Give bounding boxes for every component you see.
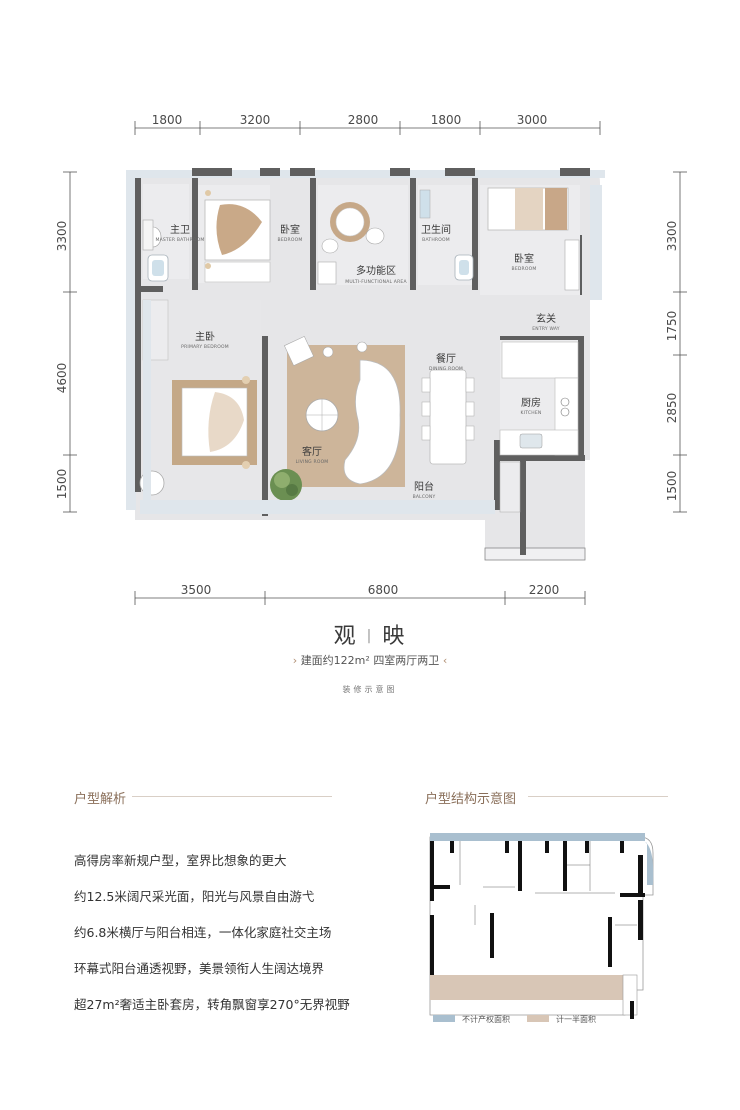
legend-swatch-half <box>527 1015 549 1022</box>
structure-walls <box>430 841 645 1019</box>
room-label-entry-en: ENTRY WAY <box>532 326 560 332</box>
structure-divider <box>528 796 668 797</box>
dim-right-4: 1500 <box>665 471 679 502</box>
title-name-right: 映 <box>382 624 407 649</box>
legend-swatch-excluded <box>433 1015 455 1022</box>
room-label-bathroom-en: BATHROOM <box>422 237 450 243</box>
feature-5: 超27m²奢适主卧套房，转角飘窗享270°无界视野 <box>74 997 350 1012</box>
room-label-kitchen-en: KITCHEN <box>521 410 542 416</box>
room-label-primary-bedroom-en: PRIMARY BEDROOM <box>181 344 229 350</box>
room-label-balcony-en: BALCONY <box>413 494 436 500</box>
dim-bottom-1: 3500 <box>181 583 212 597</box>
living-room-furniture <box>268 335 494 507</box>
dim-left-1: 3300 <box>55 221 69 252</box>
plan-subtitle: › 建面约122m² 四室两厅两卫 ‹ <box>0 652 740 668</box>
room-label-bedroom-1: 卧室 <box>280 223 300 236</box>
primary-bedroom-furniture <box>139 299 261 510</box>
subtitle-suffix: ‹ <box>442 654 448 667</box>
dim-bottom-3: 2200 <box>529 583 560 597</box>
room-label-master-bath-en: MASTER BATHROOM <box>155 237 204 243</box>
dim-left-3: 1500 <box>55 469 69 500</box>
room-label-multi-en: MULTI-FUNCTIONAL AREA <box>345 279 407 285</box>
balcony-area <box>140 461 521 514</box>
structure-outline <box>429 833 654 1016</box>
dim-right-1: 3300 <box>665 221 679 252</box>
dim-top-5: 3000 <box>517 113 548 127</box>
room-label-primary-bedroom: 主卧 <box>195 330 215 343</box>
room-label-kitchen: 厨房 <box>521 396 541 409</box>
analysis-heading: 户型解析 <box>74 792 127 807</box>
dining-furniture <box>421 369 475 465</box>
feature-1: 高得房率新规户型，室界比想象的更大 <box>74 853 287 868</box>
dim-top-4: 1800 <box>431 113 462 127</box>
plan-title: 观 | 映 <box>0 618 740 650</box>
room-label-bedroom-1-en: BEDROOM <box>278 237 303 243</box>
structure-heading: 户型结构示意图 <box>425 792 517 807</box>
dimension-ticks <box>63 121 687 605</box>
dim-top-1: 1800 <box>152 113 183 127</box>
bathroom-2-fixtures <box>418 185 474 285</box>
dim-right-2: 1750 <box>665 311 679 342</box>
feature-2: 约12.5米阔尺采光面，阳光与风景自由游弋 <box>74 889 315 904</box>
room-label-living: 客厅 <box>302 445 322 458</box>
multi-function-furniture <box>317 185 408 285</box>
legend-label-half: 计一半面积 <box>556 1015 596 1024</box>
room-label-multi: 多功能区 <box>356 264 396 277</box>
bedroom-2-furniture <box>480 185 580 295</box>
dim-top-3: 2800 <box>348 113 379 127</box>
room-label-bedroom-2: 卧室 <box>514 252 534 265</box>
dim-right-3: 2850 <box>665 393 679 424</box>
master-bathroom-fixtures <box>142 184 189 282</box>
subtitle-area: 建面约122m² <box>300 654 370 667</box>
plan-note: 装修示意图 <box>342 685 398 694</box>
room-labels: 主卫 MASTER BATHROOM 卧室 BEDROOM 多功能区 MULTI… <box>155 223 559 500</box>
feature-3: 约6.8米横厅与阳台相连，一体化家庭社交主场 <box>74 925 332 940</box>
dimension-labels: 1800 3200 2800 1800 3000 3500 6800 2200 … <box>55 113 679 597</box>
title-name-left: 观 <box>333 624 358 649</box>
structure-thin-lines <box>459 841 637 926</box>
title-separator: | <box>366 628 374 644</box>
legend-label-excluded: 不计产权面积 <box>462 1015 510 1024</box>
subtitle-prefix: › <box>292 654 298 667</box>
room-label-dining: 餐厅 <box>436 352 456 365</box>
room-label-living-en: LIVING ROOM <box>296 459 329 465</box>
room-label-balcony: 阳台 <box>414 480 434 493</box>
dim-top-2: 3200 <box>240 113 271 127</box>
analysis-divider <box>132 796 332 797</box>
subtitle-layout: 四室两厅两卫 <box>373 654 440 667</box>
room-label-master-bath: 主卫 <box>170 224 190 236</box>
dim-left-2: 4600 <box>55 363 69 394</box>
feature-4: 环幕式阳台通透视野，美景领衔人生阔达境界 <box>74 961 325 976</box>
bedroom-1-furniture <box>198 185 271 283</box>
structure-diagram <box>429 833 654 1019</box>
floor-plan: 1800 3200 2800 1800 3000 3500 6800 2200 … <box>55 113 687 605</box>
room-label-entry: 玄关 <box>536 312 556 325</box>
room-label-bedroom-2-en: BEDROOM <box>512 266 537 272</box>
room-label-bathroom: 卫生间 <box>421 223 451 236</box>
kitchen-fixtures <box>499 340 579 456</box>
room-label-dining-en: DINING ROOM <box>429 366 463 372</box>
dim-bottom-2: 6800 <box>368 583 399 597</box>
